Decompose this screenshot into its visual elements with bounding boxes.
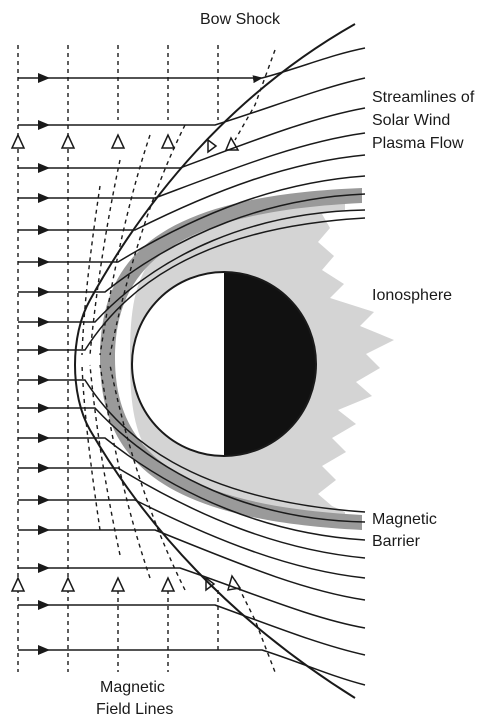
arrow-right-icon (38, 463, 50, 473)
streamlines-label-line2: Solar Wind (372, 112, 450, 129)
ionosphere-label: Ionosphere (372, 287, 452, 304)
planet-day-side (132, 272, 224, 456)
field-lines-label-line1: Magnetic (100, 679, 165, 696)
triangle-marker (60, 576, 76, 592)
arrow-right-icon (38, 225, 50, 235)
magnetic-barrier-label-line1: Magnetic (372, 511, 437, 528)
triangle-marker (110, 133, 126, 149)
arrow-right-icon (38, 193, 50, 203)
arrow-right-icon (38, 317, 50, 327)
triangle-marker (160, 576, 176, 592)
field-lines-label-line2: Field Lines (96, 701, 173, 718)
triangle-marker (160, 133, 176, 149)
triangle-marker (110, 576, 126, 592)
arrow-right-icon (38, 257, 50, 267)
arrow-right-icon (38, 120, 50, 130)
streamlines-label-line3: Plasma Flow (372, 135, 464, 152)
streamline-arrowheads (38, 73, 50, 655)
arrow-right-icon (38, 163, 50, 173)
triangle-marker (10, 576, 26, 592)
planet-outline (131, 271, 317, 457)
field-line-triangles (10, 133, 242, 592)
arrow-right-icon (38, 375, 50, 385)
arrow-right-icon (38, 433, 50, 443)
arrow-right-icon (38, 495, 50, 505)
arrow-right-icon (38, 403, 50, 413)
arrow-right-icon (38, 645, 50, 655)
arrow-right-icon (38, 287, 50, 297)
bow-shock-curve (74, 23, 356, 699)
magnetic-barrier-label-line2: Barrier (372, 533, 421, 550)
arrow-right-icon (38, 345, 50, 355)
arrow-right-icon (38, 525, 50, 535)
triangle-marker (60, 133, 76, 149)
triangle-marker (10, 133, 26, 149)
bow-shock-label: Bow Shock (200, 11, 281, 28)
streamlines-label-line1: Streamlines of (372, 89, 475, 106)
planet-night-side (224, 272, 316, 456)
arrow-right-icon (38, 73, 50, 83)
arrow-right-icon (38, 600, 50, 610)
arrow-right-icon (38, 563, 50, 573)
triangle-marker (207, 138, 218, 154)
